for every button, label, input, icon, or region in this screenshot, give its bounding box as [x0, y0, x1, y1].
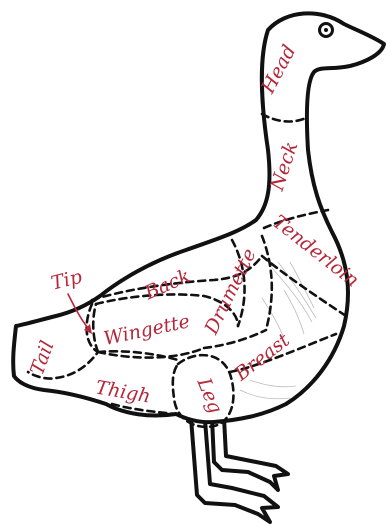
label-tip: Tip — [49, 266, 84, 295]
feet — [191, 418, 288, 522]
goose-outline — [13, 13, 384, 422]
